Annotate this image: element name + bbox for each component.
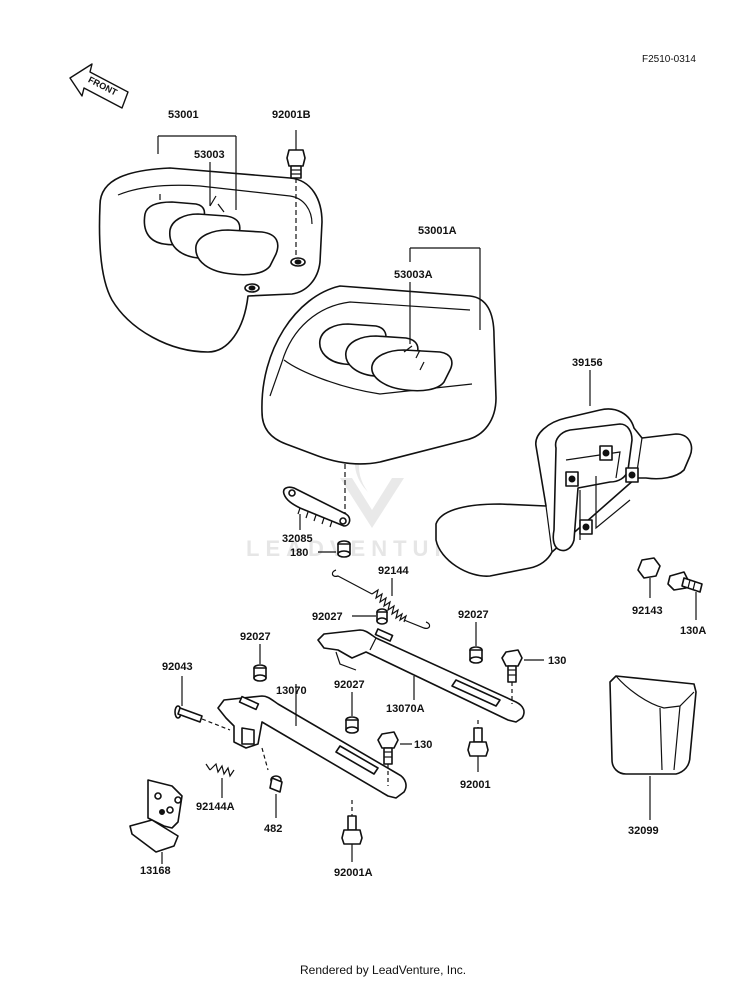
label-32099: 32099 bbox=[628, 825, 659, 837]
label-92027-a: 92027 bbox=[312, 611, 343, 623]
label-92144A: 92144A bbox=[196, 801, 235, 813]
label-92027-c: 92027 bbox=[240, 631, 271, 643]
bracket-13070 bbox=[217, 684, 407, 799]
cover-32099 bbox=[609, 675, 697, 820]
label-92143: 92143 bbox=[632, 605, 663, 617]
bolt-130-a bbox=[501, 649, 544, 704]
bracket-32085 bbox=[282, 486, 351, 530]
label-32085: 32085 bbox=[282, 533, 313, 545]
watermark-text: LEADVENTURE bbox=[246, 536, 477, 561]
label-53003A: 53003A bbox=[394, 269, 433, 281]
front-arrow-icon: FRONT bbox=[69, 63, 129, 109]
spacer-92027-c bbox=[253, 644, 267, 682]
label-92027-d: 92027 bbox=[334, 679, 365, 691]
label-92144: 92144 bbox=[378, 565, 409, 577]
spring-92144 bbox=[331, 569, 431, 629]
bolt-92001A bbox=[341, 800, 363, 862]
pin-92043 bbox=[174, 676, 231, 731]
spacer-92027-d bbox=[345, 692, 359, 734]
label-53001: 53001 bbox=[168, 109, 199, 121]
label-180: 180 bbox=[290, 547, 308, 559]
label-92027-b: 92027 bbox=[458, 609, 489, 621]
spacer-92027-a bbox=[352, 608, 388, 625]
backrest-39156 bbox=[435, 408, 693, 577]
footer-credit: Rendered by LeadVenture, Inc. bbox=[300, 963, 466, 977]
label-53001A: 53001A bbox=[418, 225, 457, 237]
watermark: LEADVENTURE bbox=[246, 428, 477, 561]
spring-92144A bbox=[205, 762, 235, 798]
label-92001B: 92001B bbox=[272, 109, 311, 121]
bracket-13168 bbox=[129, 779, 183, 864]
bracket-13070A bbox=[317, 628, 525, 723]
label-482: 482 bbox=[264, 823, 282, 835]
label-130-b: 130 bbox=[414, 739, 432, 751]
bolt-130A bbox=[667, 571, 703, 620]
label-92043: 92043 bbox=[162, 661, 193, 673]
front-seat-53001A bbox=[261, 285, 497, 465]
label-39156: 39156 bbox=[572, 357, 603, 369]
bolt-92001B bbox=[286, 130, 306, 256]
spacer-92027-b bbox=[469, 622, 483, 664]
rear-seat-53001 bbox=[98, 167, 323, 353]
spacer-482 bbox=[261, 747, 283, 818]
label-13070A: 13070A bbox=[386, 703, 425, 715]
nut-92143 bbox=[637, 557, 661, 598]
grommet-180 bbox=[318, 540, 351, 558]
label-130A: 130A bbox=[680, 625, 706, 637]
label-13070: 13070 bbox=[276, 685, 307, 697]
label-92001A: 92001A bbox=[334, 867, 373, 879]
label-13168: 13168 bbox=[140, 865, 171, 877]
bolt-92001 bbox=[467, 720, 489, 772]
label-130-a: 130 bbox=[548, 655, 566, 667]
bolt-130-b bbox=[377, 731, 412, 786]
diagram-ref-code: F2510-0314 bbox=[642, 54, 696, 65]
label-53003: 53003 bbox=[194, 149, 225, 161]
label-92001: 92001 bbox=[460, 779, 491, 791]
